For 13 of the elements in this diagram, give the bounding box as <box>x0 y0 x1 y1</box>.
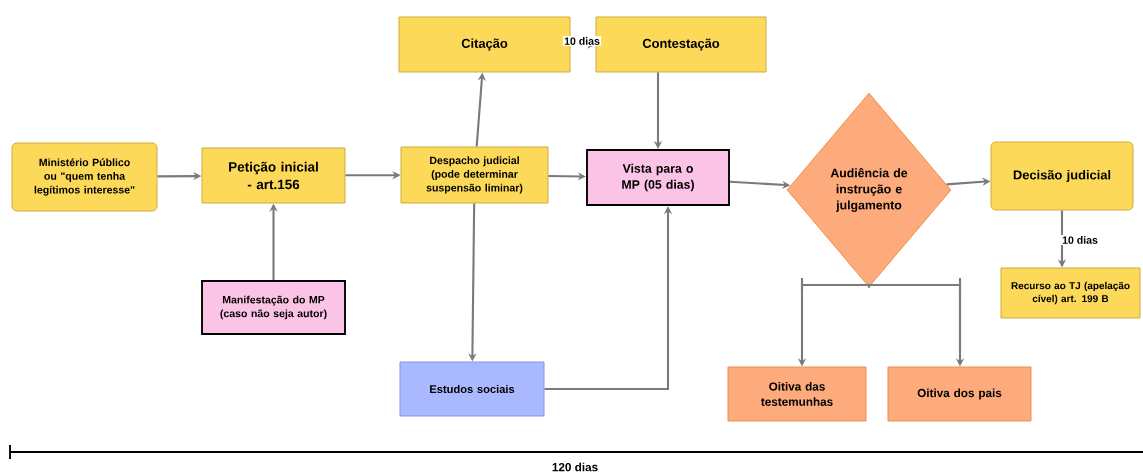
process-box: Ministério Público ou "quem tenha legítimos interesse" <box>11 142 158 212</box>
edge-label: 10 dias <box>562 35 602 47</box>
process-box: Decisão judicial <box>990 141 1134 211</box>
dimension-label: 120 dias <box>552 462 598 472</box>
edge-label: 10 dias <box>1060 234 1100 246</box>
process-box: Petição inicial - art.156 <box>201 147 346 204</box>
process-box: Vista para o MP (05 dias) <box>586 149 730 206</box>
process-box: Estudos sociais <box>399 361 545 417</box>
process-box: Oitiva dos pais <box>887 366 1032 422</box>
process-box: Despacho judicial (pode determinar suspensão liminar) <box>400 146 549 204</box>
process-box: Oitiva das testemunhas <box>727 366 867 422</box>
process-box: Recurso ao TJ (apelação cível) art. 199 B <box>1000 267 1141 319</box>
process-box: Manifestação do MP (caso não seja autor) <box>201 280 346 335</box>
